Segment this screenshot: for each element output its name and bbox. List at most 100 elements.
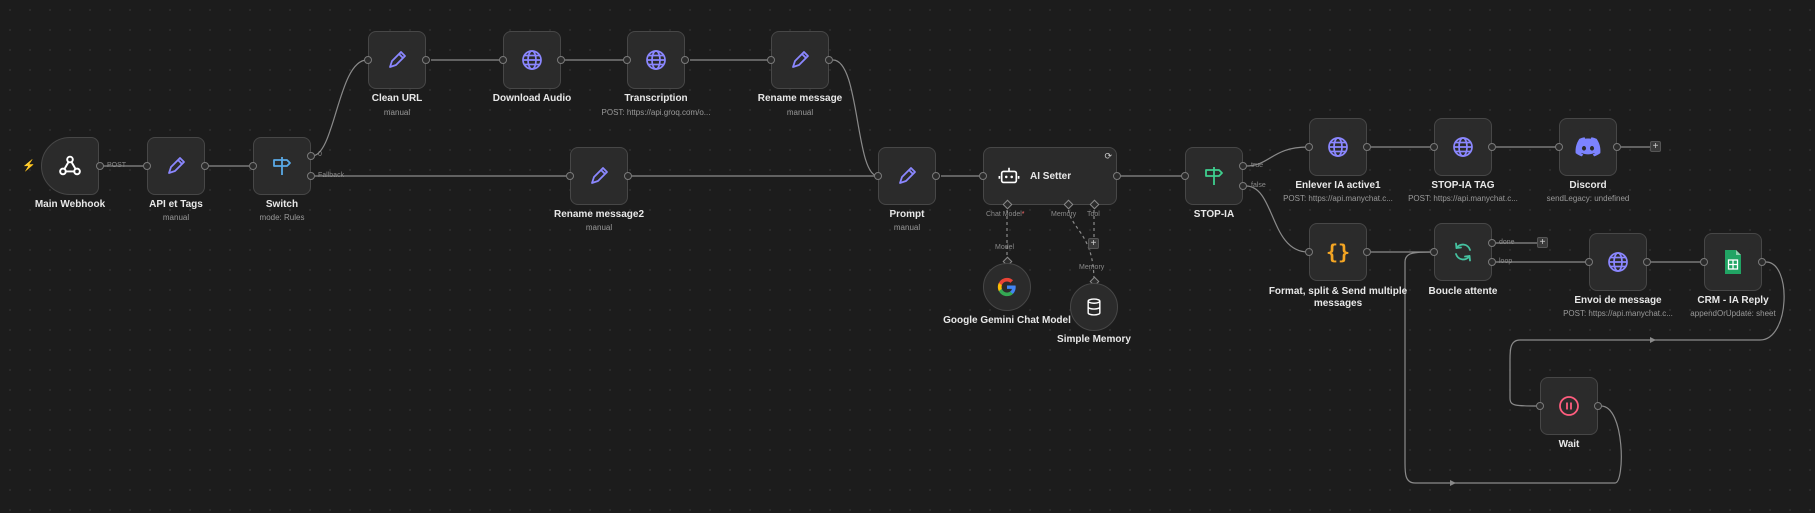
output-port-0[interactable] [307,152,315,160]
node-stop-ia[interactable] [1185,147,1243,205]
node-discord[interactable] [1559,118,1617,176]
node-simple-memory[interactable] [1070,283,1118,331]
output-port[interactable] [825,56,833,64]
input-port[interactable] [143,162,151,170]
output-port[interactable] [96,162,104,170]
node-subtitle: POST: https://api.manychat.c... [1408,194,1518,203]
node-format-split-send[interactable]: {} [1309,223,1367,281]
sheets-icon [1725,250,1741,274]
node-title: Clean URL [371,93,423,104]
input-port[interactable] [1305,143,1313,151]
node-title: Download Audio [492,93,572,104]
node-title: Enlever IA active1 [1295,180,1381,191]
node-title: Google Gemini Chat Model [943,315,1071,326]
port-label-tool: Tool [1087,211,1100,218]
output-port[interactable] [201,162,209,170]
node-title: Format, split & Send multiple messages [1268,286,1408,309]
output-port-true[interactable] [1239,162,1247,170]
node-transcription[interactable] [627,31,685,89]
input-port[interactable] [566,172,574,180]
output-port[interactable] [1594,402,1602,410]
edge-arrow-wait-boucle [1450,480,1456,486]
input-port[interactable] [1305,248,1313,256]
edge-false-format [1245,185,1309,253]
signpost-icon [1205,167,1223,185]
add-tool-button[interactable]: + [1088,238,1099,249]
input-port[interactable] [1700,258,1708,266]
robot-icon [998,167,1020,184]
node-title: Wait [1558,439,1580,450]
node-switch[interactable] [253,137,311,195]
node-enlever-ia-active1[interactable] [1309,118,1367,176]
node-title: STOP-IA TAG [1431,180,1495,191]
node-title: Rename message [757,93,843,104]
pencil-icon [168,157,185,174]
output-port[interactable] [422,56,430,64]
input-port[interactable] [499,56,507,64]
database-icon [1087,298,1101,316]
output-port[interactable] [1488,143,1496,151]
edge-switch-cleanurl [311,59,368,157]
node-crm-ia-reply[interactable] [1704,233,1762,291]
node-boucle-attente[interactable] [1434,223,1492,281]
pencil-icon [389,51,406,68]
output-port-false[interactable] [1239,182,1247,190]
output-port-done[interactable] [1488,239,1496,247]
node-title: CRM - IA Reply [1697,295,1769,306]
node-ai-setter[interactable]: AI Setter ⟳ [983,147,1117,205]
node-title: Main Webhook [34,199,106,210]
signpost-icon [273,157,291,175]
node-subtitle: appendOrUpdate: sheet [1690,309,1776,318]
output-port-loop[interactable] [1488,258,1496,266]
output-port[interactable] [1363,248,1371,256]
node-title: Switch [265,199,299,210]
edge-label-done: done [1499,239,1515,246]
edge-arrow-crm-wait [1650,337,1656,343]
input-port[interactable] [874,172,882,180]
node-download-audio[interactable] [503,31,561,89]
output-port[interactable] [1613,143,1621,151]
node-main-webhook[interactable] [41,137,99,195]
output-port[interactable] [557,56,565,64]
trigger-bolt-icon: ⚡ [22,160,36,172]
input-port[interactable] [1430,248,1438,256]
node-wait[interactable] [1540,377,1598,435]
globe-icon [1328,137,1348,157]
node-prompt[interactable] [878,147,936,205]
pause-icon [1559,396,1579,416]
node-api-et-tags[interactable] [147,137,205,195]
output-port-fallback[interactable] [307,172,315,180]
output-port[interactable] [1758,258,1766,266]
input-port[interactable] [979,172,987,180]
input-port[interactable] [1181,172,1189,180]
output-port[interactable] [1113,172,1121,180]
output-port[interactable] [1643,258,1651,266]
node-subtitle: POST: https://api.manychat.c... [1563,309,1673,318]
node-title: Envoi de message [1574,295,1662,306]
input-port[interactable] [1430,143,1438,151]
input-port[interactable] [1536,402,1544,410]
input-port[interactable] [623,56,631,64]
input-port[interactable] [1585,258,1593,266]
node-subtitle: mode: Rules [259,213,305,222]
node-google-gemini[interactable] [983,263,1031,311]
add-node-button[interactable]: + [1650,141,1661,152]
globe-icon [646,50,666,70]
add-node-button[interactable]: + [1537,237,1548,248]
node-title: Transcription [624,93,688,104]
output-port[interactable] [1363,143,1371,151]
input-port[interactable] [767,56,775,64]
output-port[interactable] [624,172,632,180]
node-rename-message2[interactable] [570,147,628,205]
node-subtitle: POST: https://api.manychat.c... [1283,194,1393,203]
node-clean-url[interactable] [368,31,426,89]
node-stop-ia-tag[interactable] [1434,118,1492,176]
input-port[interactable] [1555,143,1563,151]
node-subtitle: manual [162,213,190,222]
output-port[interactable] [932,172,940,180]
input-port[interactable] [249,162,257,170]
output-port[interactable] [681,56,689,64]
input-port[interactable] [364,56,372,64]
node-rename-message[interactable] [771,31,829,89]
node-envoi-de-message[interactable] [1589,233,1647,291]
